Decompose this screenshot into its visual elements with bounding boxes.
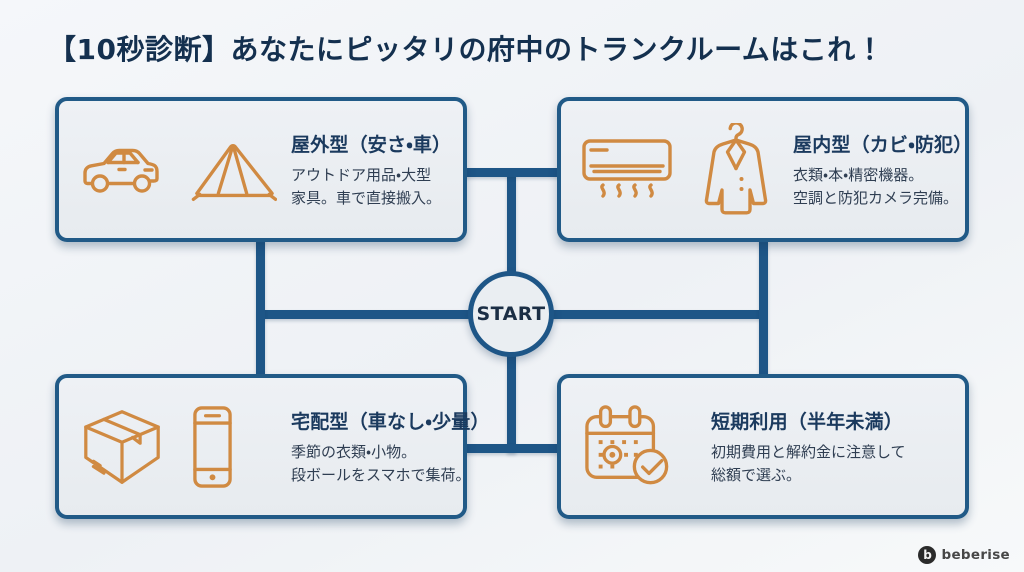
card-title: 屋内型（カビ・防犯） <box>793 134 973 156</box>
brand-logo-text: beberise <box>941 547 1010 563</box>
card-description: 初期費用と解約金に注意して 総額で選ぶ。 <box>711 443 906 484</box>
card-description: アウトドア用品・大型 家具。車で直接搬入。 <box>291 166 442 207</box>
connector-left-bar <box>256 239 265 378</box>
connector-top-bar <box>462 168 561 177</box>
option-card-indoor: 屋内型（カビ・防犯） 衣類・本・精密機器。 空調と防犯カメラ完備。 <box>557 97 973 242</box>
brand-logo-icon: b <box>918 546 937 564</box>
page-title: 【10秒診断】あなたにピッタリの府中のトランクルームはこれ！ <box>48 33 885 66</box>
card-description: 季節の衣類・小物。 段ボールをスマホで集荷。 <box>291 443 471 484</box>
option-card-delivery: 宅配型（車なし・少量） 季節の衣類・小物。 段ボールをスマホで集荷。 <box>55 374 490 519</box>
card-title: 屋外型（安さ・車） <box>291 134 452 156</box>
brand-logo: b beberise <box>918 546 1010 564</box>
car-icon <box>79 141 163 199</box>
card-title: 短期利用（半年未満） <box>711 411 904 433</box>
start-label: START <box>476 303 546 325</box>
air-conditioner-icon <box>581 137 673 203</box>
option-card-short-term: 短期利用（半年未満） 初期費用と解約金に注意して 総額で選ぶ。 <box>557 374 969 519</box>
option-card-outdoor: 屋外型（安さ・車） アウトドア用品・大型 家具。車で直接搬入。 <box>55 97 467 242</box>
connector-bottom-bar <box>462 444 561 453</box>
connector-right-bar <box>759 239 768 378</box>
start-badge: START <box>468 271 554 357</box>
cardboard-box-icon <box>79 407 165 487</box>
tent-icon <box>189 137 277 203</box>
coat-hanger-icon <box>699 122 773 217</box>
card-description: 衣類・本・精密機器。 空調と防犯カメラ完備。 <box>793 166 959 207</box>
calendar-check-icon <box>581 403 675 491</box>
smartphone-icon <box>191 405 234 489</box>
card-title: 宅配型（車なし・少量） <box>291 411 490 433</box>
